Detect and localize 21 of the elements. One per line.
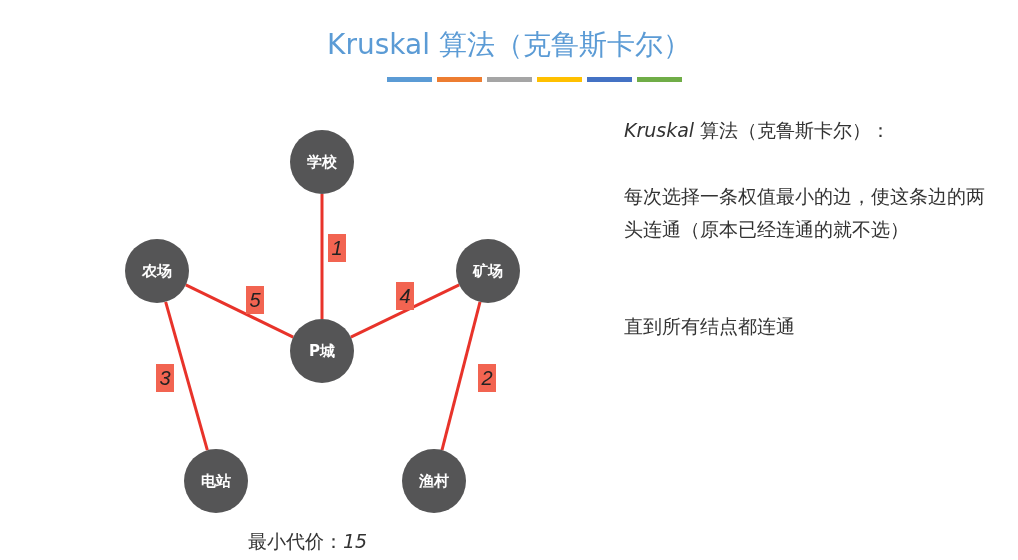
connector-line [320,194,324,319]
connector-line [440,301,482,451]
title: Kruskal 算法（克鲁斯卡尔） [326,27,692,63]
graph-node-circle: 矿场 [456,239,520,303]
connector-line [164,301,209,451]
graph-node-circle: 渔村 [402,449,466,513]
graph-node-circle: 学校 [290,130,354,194]
description-text: 直到所有结点都连通 [624,314,796,339]
description-text: 每次选择一条权值最小的边，使这条边的两头连通（原本已经连通的就不选） [624,184,986,242]
connector-line [185,283,294,339]
graph-node-circle: 电站 [184,449,248,513]
edge-weight-label: 3 [156,364,174,392]
connector-line [350,283,460,339]
total-cost-text: 最小代价：15 [248,529,369,554]
edge-weight-label: 2 [478,364,496,392]
edge-weight-label: 5 [246,286,264,314]
edge-weight-label: 1 [328,234,346,262]
description-text: Kruskal 算法（克鲁斯卡尔）： [624,118,892,143]
graph-node-circle: 农场 [125,239,189,303]
graph-node-circle: P城 [290,319,354,383]
edge-weight-label: 4 [396,282,414,310]
